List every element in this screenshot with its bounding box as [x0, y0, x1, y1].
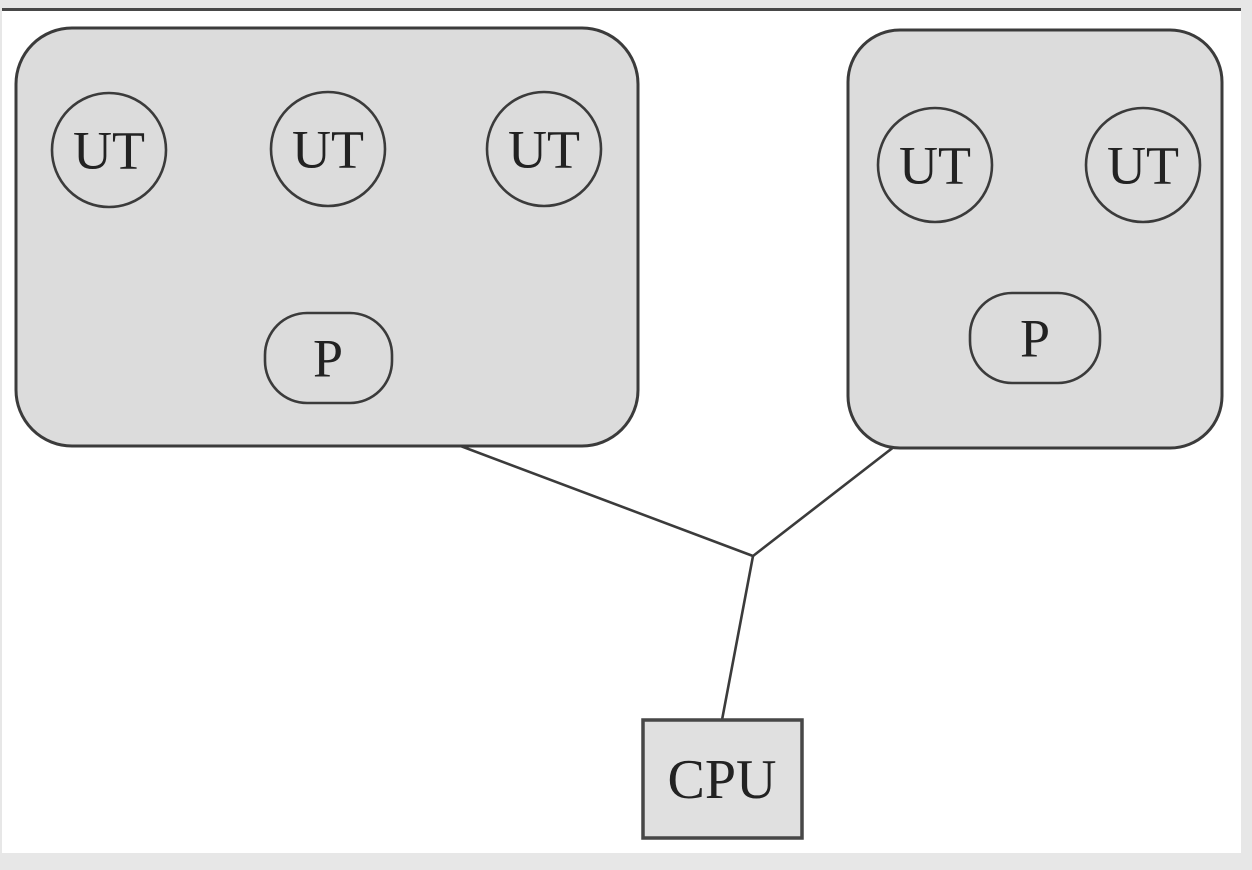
cpu-node: CPU: [641, 718, 804, 840]
right-p-label: P: [1020, 308, 1050, 368]
right-p-node: P: [968, 291, 1102, 385]
left-ut-label-1: UT: [73, 120, 145, 180]
right-ut-circle-1: [876, 106, 994, 224]
left-p-node: P: [263, 311, 394, 405]
right-ut-circle-2: [1084, 106, 1202, 224]
right-ut-node-1: UT: [876, 106, 994, 224]
left-p-label: P: [313, 328, 343, 388]
right-p-box: [968, 291, 1102, 385]
left-cluster-box: [14, 26, 640, 448]
left-ut-label-2: UT: [292, 119, 364, 179]
left-p-box: [263, 311, 394, 405]
left-ut-circle-3: [485, 90, 603, 208]
left-ut-circle-2: [269, 90, 387, 208]
right-ut-node-2: UT: [1084, 106, 1202, 224]
cpu-box: [641, 718, 804, 840]
left-ut-circle-1: [50, 91, 168, 209]
left-ut-node-1: UT: [50, 91, 168, 209]
left-ut-node-3: UT: [485, 90, 603, 208]
cpu-label: CPU: [668, 749, 777, 811]
connector-junction-cpu: [720, 554, 755, 722]
left-cluster: UT UT UT P: [14, 26, 640, 448]
left-ut-label-3: UT: [508, 119, 580, 179]
left-ut-node-2: UT: [269, 90, 387, 208]
right-cluster: UT UT P: [846, 28, 1224, 450]
right-ut-label-1: UT: [899, 135, 971, 195]
right-ut-label-2: UT: [1107, 135, 1179, 195]
right-cluster-box: [846, 28, 1224, 450]
